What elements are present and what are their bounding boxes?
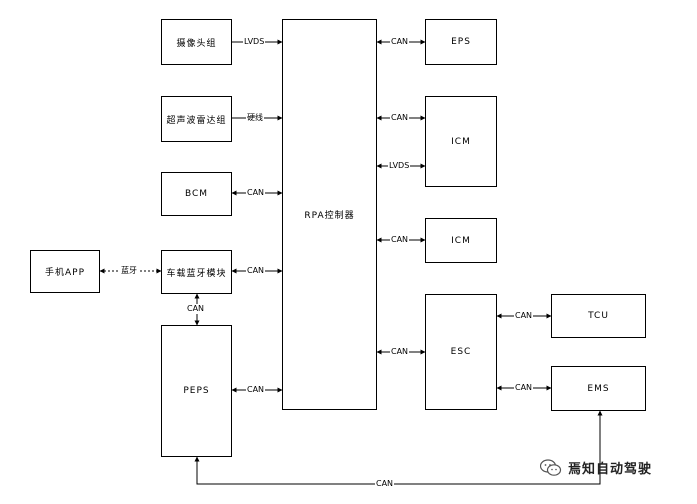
- eps-block: EPS: [425, 19, 497, 65]
- tcu-label: TCU: [588, 311, 609, 321]
- camera-group-block: 摄像头组: [161, 19, 232, 65]
- bluetooth-module-label: 车载蓝牙模块: [166, 268, 227, 279]
- link-label-bt-rpa: CAN: [246, 266, 266, 276]
- rpa-controller-label: RPA控制器: [304, 211, 355, 221]
- bluetooth-module-block: 车载蓝牙模块: [161, 250, 232, 294]
- link-label-ems-peps: CAN: [375, 479, 395, 489]
- icm-label-2: ICM: [451, 235, 471, 246]
- phone-app-block: 手机APP: [30, 250, 100, 293]
- ultrasonic-radar-label: 超声波雷达组: [166, 115, 227, 126]
- camera-group-label: 摄像头组: [176, 38, 217, 49]
- wechat-icon: [540, 458, 562, 476]
- phone-app-label: 手机APP: [44, 268, 85, 278]
- ultrasonic-radar-block: 超声波雷达组: [161, 96, 232, 142]
- link-label-rpa-icm2: CAN: [390, 235, 410, 245]
- ems-label: EMS: [587, 383, 610, 394]
- link-label-rpa-icm1-lvds: LVDS: [388, 161, 411, 171]
- link-label-app-bt: 蓝牙: [120, 266, 138, 276]
- peps-block: PEPS: [161, 325, 232, 457]
- link-label-ultrasonic-rpa: 硬线: [246, 113, 264, 123]
- link-label-camera-rpa: LVDS: [243, 37, 266, 47]
- icm-block-1: ICM: [425, 96, 497, 187]
- eps-label: EPS: [451, 37, 471, 47]
- esc-block: ESC: [425, 294, 497, 410]
- link-label-rpa-eps: CAN: [390, 37, 410, 47]
- esc-label: ESC: [450, 347, 472, 357]
- link-label-esc-ems: CAN: [514, 383, 534, 393]
- link-label-rpa-esc: CAN: [390, 347, 410, 357]
- wire-ems-peps: [194, 410, 603, 485]
- link-label-bcm-rpa: CAN: [246, 188, 266, 198]
- link-label-rpa-icm1-can: CAN: [390, 113, 410, 123]
- bcm-block: BCM: [161, 172, 232, 216]
- watermark: 焉知自动驾驶: [540, 458, 652, 477]
- rpa-controller-block: RPA控制器: [282, 19, 377, 410]
- link-label-peps-rpa: CAN: [246, 385, 266, 395]
- watermark-text: 焉知自动驾驶: [568, 462, 653, 477]
- link-label-esc-tcu: CAN: [514, 311, 534, 321]
- icm-block-2: ICM: [425, 218, 497, 263]
- icm-label-1: ICM: [451, 136, 471, 147]
- ems-block: EMS: [551, 366, 646, 411]
- link-label-bt-peps: CAN: [186, 304, 206, 314]
- peps-label: PEPS: [183, 386, 210, 396]
- tcu-block: TCU: [551, 294, 646, 338]
- bcm-label: BCM: [184, 189, 209, 199]
